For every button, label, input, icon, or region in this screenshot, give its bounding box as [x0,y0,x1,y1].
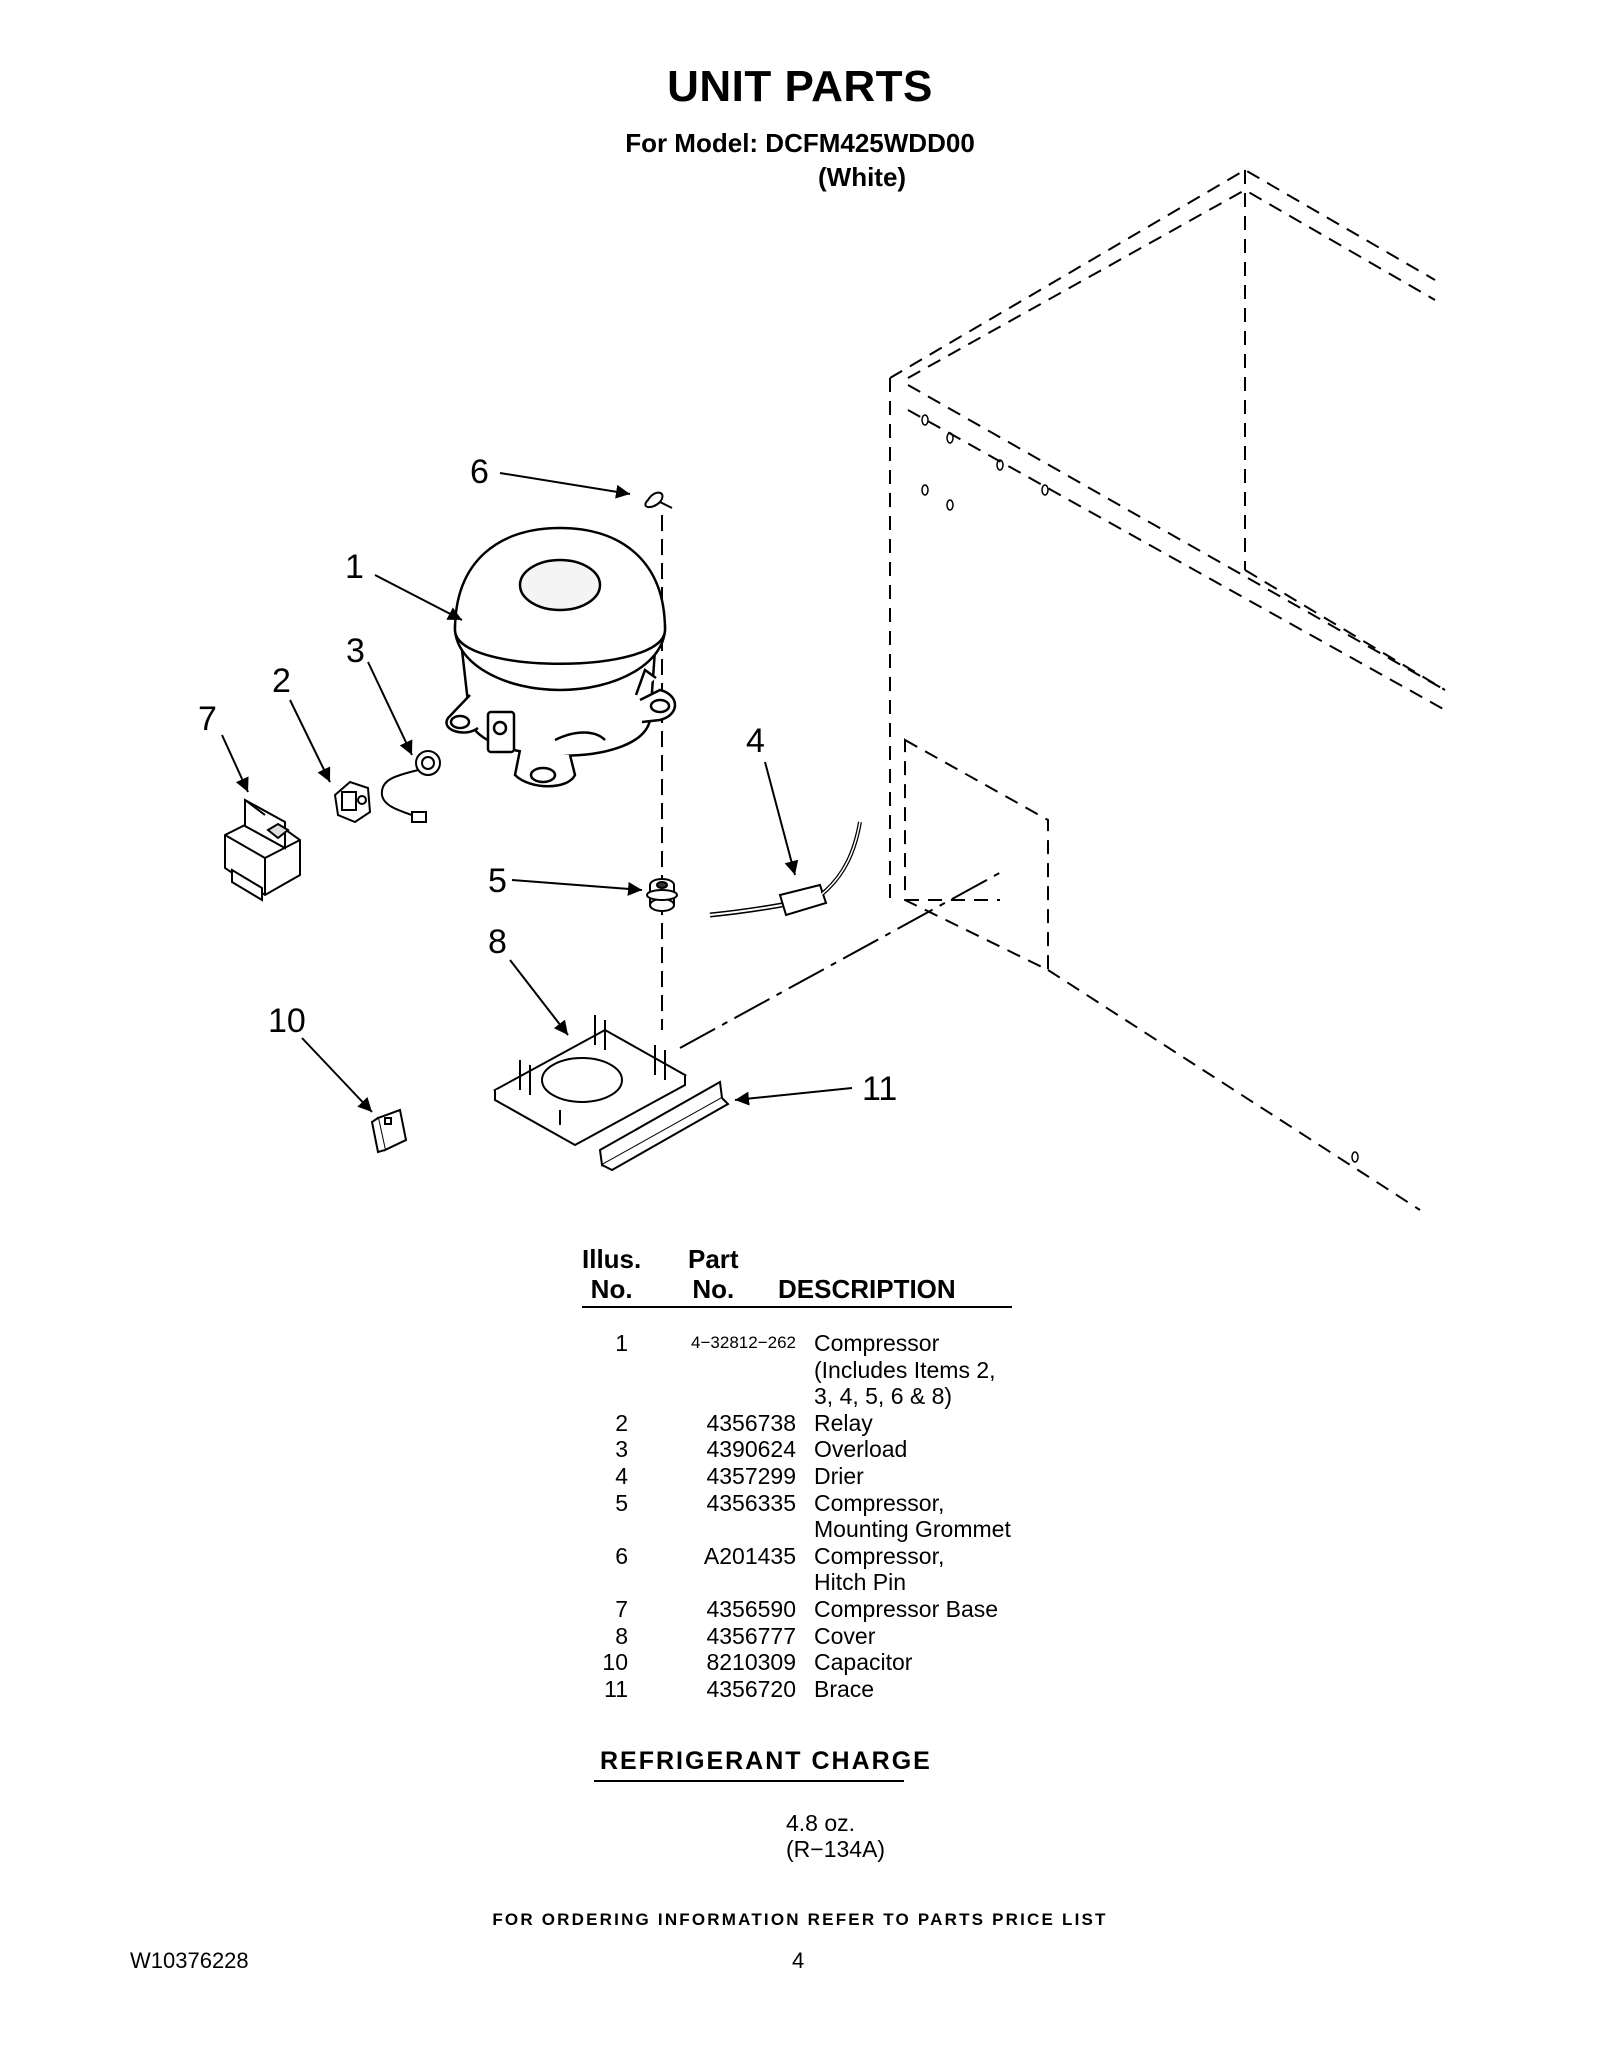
illus-number: 2 [615,1409,628,1436]
part-number: 4356777 [706,1622,796,1649]
illus-number: 7 [615,1595,628,1622]
illus-number: 5 [615,1489,628,1516]
callout-10: 10 [268,1002,306,1040]
illus-number: 4 [615,1462,628,1489]
refrigerant-rule [594,1780,904,1782]
callout-1: 1 [345,548,364,586]
part-description: Cover [814,1622,876,1649]
part-description: Compressor, Mounting Grommet [814,1489,1011,1543]
document-id: W10376228 [130,1948,249,1973]
callout-4: 4 [746,722,765,760]
ordering-note: FOR ORDERING INFORMATION REFER TO PARTS … [492,1910,1108,1929]
callout-7: 8 [488,923,507,961]
refrigerant-type: (R−134A) [786,1836,886,1862]
mount-axis-line [679,869,1006,1049]
part-description: Brace [814,1675,875,1702]
part-description: Compressor, Hitch Pin [814,1542,945,1596]
part-number: 4390624 [706,1436,796,1463]
callout-8: 7 [198,700,217,738]
table-row: 2 4356738 Relay [560,1410,1011,1437]
table-row: 3 4390624 Overload [560,1436,1011,1463]
table-row: 8 4356777 Cover [560,1623,1011,1650]
compressor-icon [445,526,677,788]
capacitor-icon [370,1108,408,1154]
model-line: For Model: DCFM425WDD00 [625,128,975,158]
part-number: 4356335 [706,1489,796,1516]
compressor-base-icon [492,1015,688,1147]
relay-icon [333,780,372,824]
color-line: (White) [818,162,907,192]
illus-number: 6 [615,1542,628,1569]
callout-11: 11 [862,1070,897,1108]
part-number: 4356738 [706,1409,796,1436]
illus-number: 3 [615,1436,628,1463]
illus-number: 1 [615,1330,628,1356]
part-description: Compressor (Includes Items 2, 3, 4, 5, 6… [814,1330,996,1410]
callout-5: 5 [488,862,507,900]
table-row: 4 4357299 Drier [560,1463,1011,1490]
drier-icon [709,821,862,918]
col-illus-header: Illus. No. [582,1244,642,1304]
table-row: 5 4356335 Compressor, Mounting Grommet [560,1490,1011,1543]
part-number: 8210309 [706,1649,796,1676]
callout-arrows [221,472,853,1113]
callout-2: 2 [272,662,291,700]
refrigerant-amount: 4.8 oz. [786,1810,856,1836]
table-row: 11 4356720 Brace [560,1676,1011,1703]
refrigerant-title: REFRIGERANT CHARGE [600,1747,932,1775]
callout-3: 3 [346,632,365,670]
callout-labels: 6 1 3 2 7 4 5 8 10 11 [198,453,897,1108]
part-description: Capacitor [814,1649,913,1676]
table-header-rule [582,1306,1012,1308]
part-description: Drier [814,1462,864,1489]
overload-icon [380,750,441,823]
part-description: Compressor Base [814,1595,999,1622]
illus-number: 8 [615,1622,628,1649]
part-number: 4356590 [706,1595,796,1622]
part-number: A201435 [703,1542,796,1569]
parts-table: 1 4−32812−262 Compressor (Includes Items 2… [560,1330,1011,1703]
cabinet-holes [921,414,1359,1163]
part-description: Relay [814,1409,873,1436]
illus-number: 11 [604,1675,628,1702]
illus-number: 10 [602,1649,628,1676]
cover-icon [224,798,301,902]
part-description: Overload [814,1436,908,1463]
page-title: UNIT PARTS [667,62,933,111]
hitch-pin-icon [644,491,673,509]
table-row: 7 4356590 Compressor Base [560,1596,1011,1623]
part-number: 4357299 [706,1462,796,1489]
exploded-parts-diagram: 6 1 3 2 7 4 5 8 10 11 [198,168,1446,1211]
cabinet-outline [889,168,1446,1211]
table-row: 1 4−32812−262 Compressor (Includes Items 2… [560,1330,1011,1410]
table-row: 6 A201435 Compressor, Hitch Pin [560,1543,1011,1596]
callout-6: 6 [470,453,489,491]
col-part-header: Part No. [688,1244,739,1304]
part-number: 4356720 [706,1675,796,1702]
col-desc-header: DESCRIPTION [778,1274,956,1304]
part-number: 4−32812−262 [691,1333,796,1352]
brace-icon [598,1080,730,1172]
grommet-icon [646,878,678,912]
table-row: 10 8210309 Capacitor [560,1649,1011,1676]
page-number: 4 [792,1948,805,1973]
